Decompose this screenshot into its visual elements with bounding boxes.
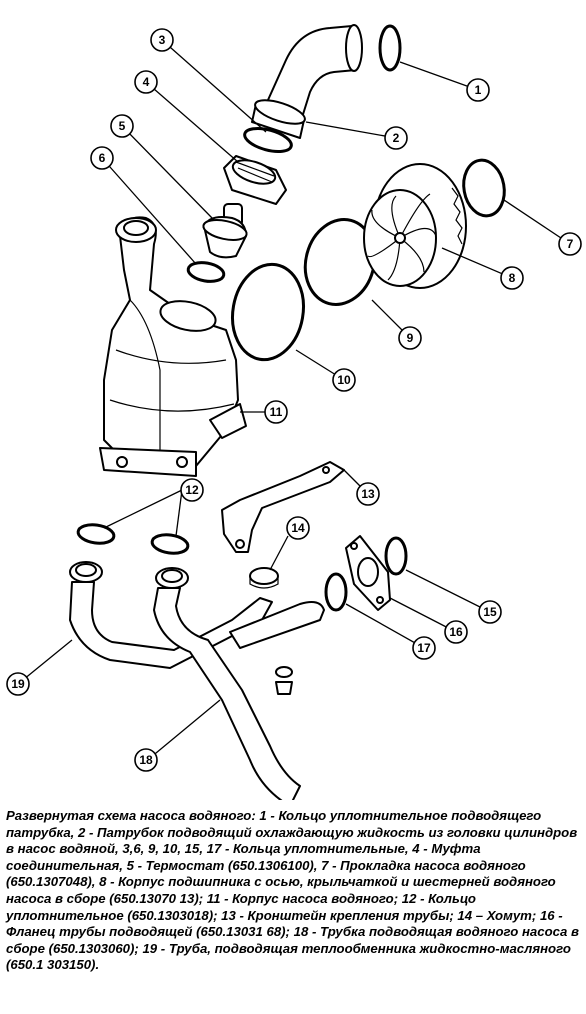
callout-9: 9 <box>398 326 422 350</box>
callout-2: 2 <box>384 126 408 150</box>
callout-4: 4 <box>134 70 158 94</box>
seal-ring-part-3 <box>243 127 293 153</box>
seal-ring-part-6 <box>186 261 226 283</box>
callout-18: 18 <box>134 748 158 772</box>
svg-text:19: 19 <box>11 677 25 691</box>
callout-6: 6 <box>90 146 114 170</box>
callout-1: 1 <box>466 78 490 102</box>
svg-text:4: 4 <box>143 75 150 89</box>
svg-text:6: 6 <box>99 151 106 165</box>
svg-text:2: 2 <box>393 131 400 145</box>
seal-ring-part-1 <box>378 24 402 72</box>
pump-housing-part-11 <box>99 216 247 477</box>
callout-19: 19 <box>6 672 30 696</box>
callout-8: 8 <box>500 266 524 290</box>
seal-ring-part-10 <box>231 262 305 362</box>
thermostat-part-5 <box>202 203 248 259</box>
callout-3: 3 <box>150 28 174 52</box>
coupling-part-4 <box>223 155 287 205</box>
svg-text:7: 7 <box>567 237 574 251</box>
svg-text:18: 18 <box>139 753 153 767</box>
svg-text:15: 15 <box>483 605 497 619</box>
bracket-part-13 <box>221 461 345 553</box>
svg-text:11: 11 <box>270 405 283 419</box>
callout-12: 12 <box>180 478 204 502</box>
svg-text:10: 10 <box>337 373 351 387</box>
flange-part-16 <box>345 535 391 611</box>
inlet-pipe-part-2 <box>251 24 363 139</box>
callout-13: 13 <box>356 482 380 506</box>
svg-text:3: 3 <box>159 33 166 47</box>
svg-text:13: 13 <box>361 487 375 501</box>
callout-14: 14 <box>286 516 310 540</box>
callout-16: 16 <box>444 620 468 644</box>
svg-text:14: 14 <box>291 521 305 535</box>
callout-7: 7 <box>558 232 582 256</box>
seal-ring-part-15 <box>384 536 408 576</box>
callout-5: 5 <box>110 114 134 138</box>
bearing-housing-part-8 <box>363 163 467 289</box>
exploded-diagram: 1 2 3 4 5 6 7 8 9 10 11 12 13 14 15 16 1… <box>6 24 582 800</box>
svg-text:12: 12 <box>185 483 199 497</box>
svg-text:8: 8 <box>509 271 516 285</box>
svg-text:5: 5 <box>119 119 126 133</box>
callout-11: 11 <box>264 400 288 424</box>
seal-rings-part-12 <box>76 523 190 555</box>
svg-text:17: 17 <box>417 641 431 655</box>
callout-10: 10 <box>332 368 356 392</box>
svg-text:16: 16 <box>449 625 463 639</box>
diagram-caption: Развернутая схема насоса водяного: 1 - К… <box>6 808 579 973</box>
callout-15: 15 <box>478 600 502 624</box>
svg-text:9: 9 <box>407 331 414 345</box>
callout-17: 17 <box>412 636 436 660</box>
svg-text:1: 1 <box>475 83 482 97</box>
seal-ring-part-17 <box>324 572 348 612</box>
heat-exchanger-pipe-part-19 <box>69 561 273 669</box>
clamp-part-14 <box>249 567 279 589</box>
gasket-part-7 <box>462 158 506 218</box>
water-pump-tube-part-18 <box>153 567 325 800</box>
